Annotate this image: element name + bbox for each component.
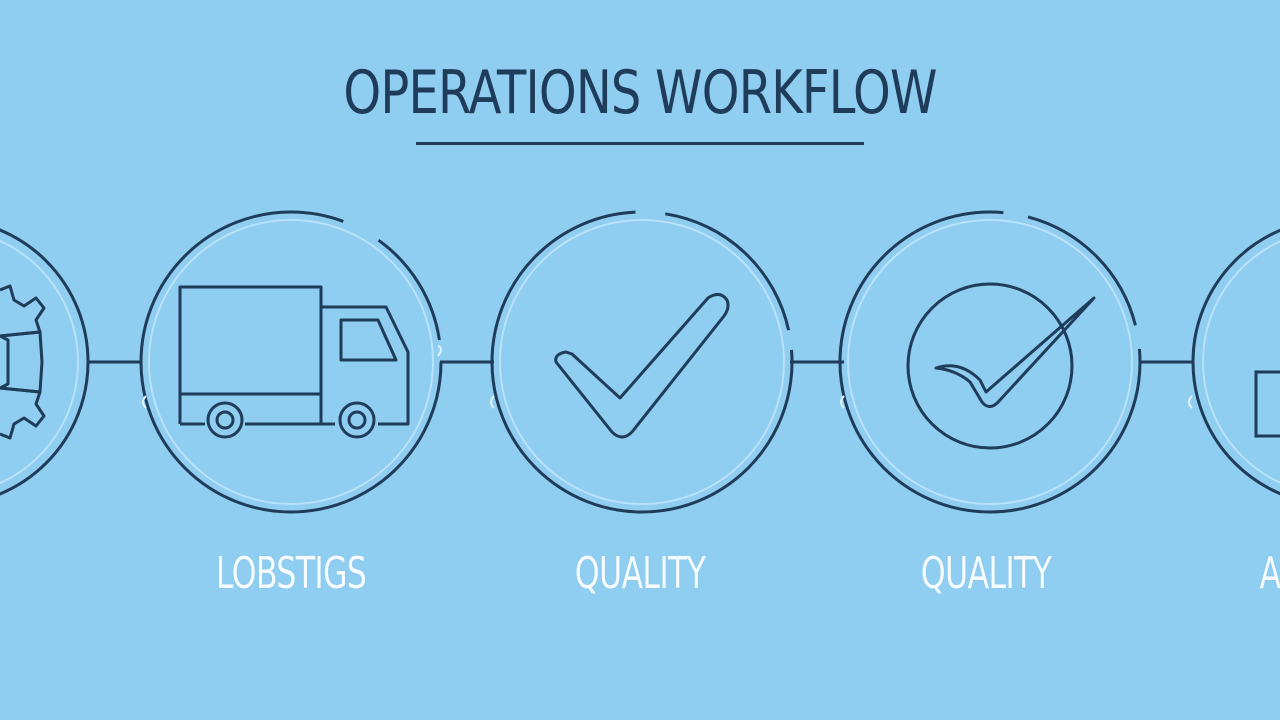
step-5-label: A bbox=[1259, 548, 1280, 599]
step-4-node bbox=[838, 210, 1142, 514]
step-5-node bbox=[1191, 228, 1280, 496]
step-4-label: QUALITY bbox=[920, 548, 1052, 599]
gear-icon bbox=[0, 284, 46, 440]
title-underline bbox=[416, 142, 864, 145]
step-3-label: QUALITY bbox=[574, 548, 706, 599]
circle-checkmark-icon bbox=[906, 282, 1096, 450]
truck-icon bbox=[178, 285, 410, 439]
decorative-ticks bbox=[142, 345, 1193, 409]
checkmark-icon bbox=[554, 293, 730, 439]
step-3-node bbox=[490, 210, 794, 514]
box-icon bbox=[1254, 370, 1280, 438]
step-2-node bbox=[139, 210, 443, 514]
diagram-title: OPERATIONS WORKFLOW bbox=[343, 58, 937, 128]
step-1-node bbox=[0, 228, 90, 496]
step-2-label: LOBSTIGS bbox=[215, 548, 367, 599]
